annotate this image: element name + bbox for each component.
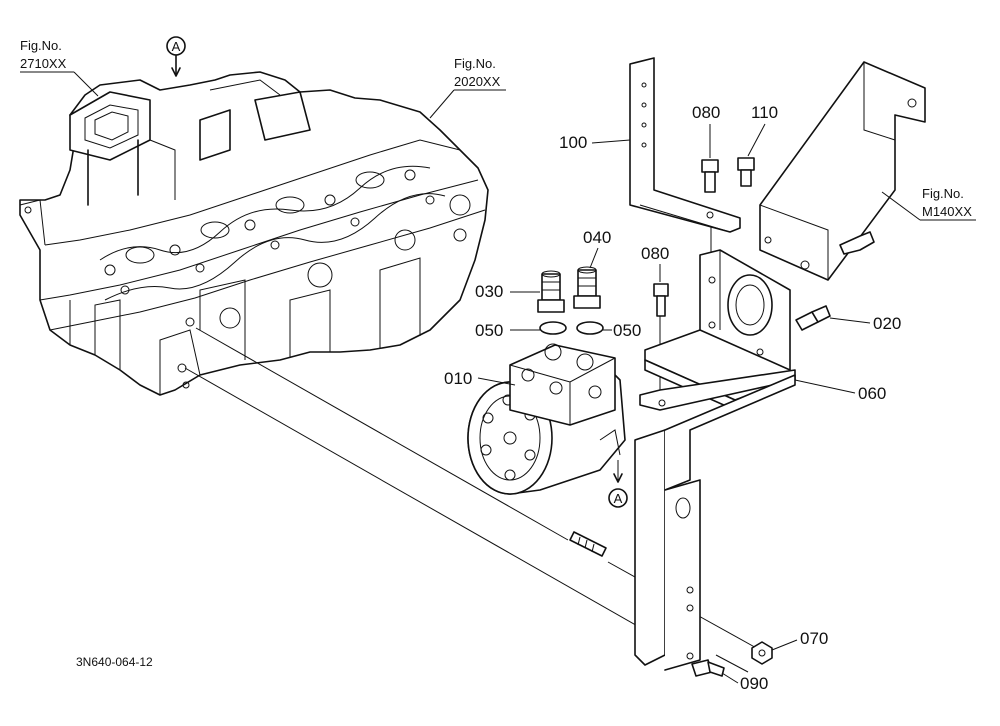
fitting-030 (537, 270, 565, 313)
stud (569, 531, 607, 557)
callout-a-bottom-text: A (614, 491, 623, 506)
part-number-060: 060 (858, 384, 886, 403)
part-number-010: 010 (444, 369, 472, 388)
fig-ref-2710: Fig.No. 2710XX (20, 38, 99, 97)
part-label-010: 010 (444, 369, 516, 388)
callout-a-bottom: A (608, 460, 628, 508)
part-label-050-right: 050 (603, 321, 641, 340)
fig-ref-2020-number: 2020XX (454, 74, 501, 89)
fig-ref-m140-number: M140XX (922, 204, 972, 219)
nut-070 (751, 641, 773, 665)
callout-a-top: A (166, 36, 186, 77)
part-number-090: 090 (740, 674, 768, 693)
fig-ref-2020-label: Fig.No. (454, 56, 496, 71)
bracket-100 (629, 57, 741, 233)
bolt-020 (795, 305, 831, 331)
part-label-100: 100 (559, 133, 631, 152)
part-label-050-left: 050 (475, 321, 540, 340)
part-number-110: 110 (751, 103, 778, 122)
part-label-110: 110 (747, 103, 778, 157)
part-number-020: 020 (873, 314, 901, 333)
o-rings (539, 321, 604, 335)
bolt-090 (691, 659, 725, 677)
part-label-080-top: 080 (692, 103, 720, 158)
part-number-030: 030 (475, 282, 503, 301)
part-number-040: 040 (583, 228, 611, 247)
part-number-080-top: 080 (692, 103, 720, 122)
callout-a-top-text: A (172, 39, 181, 54)
part-label-080-mid: 080 (641, 244, 669, 282)
fig-ref-2020: Fig.No. 2020XX (429, 56, 506, 119)
part-number-100: 100 (559, 133, 587, 152)
fig-ref-m140: Fig.No. M140XX (881, 186, 976, 221)
fig-ref-2710-number: 2710XX (20, 56, 67, 71)
bolt-080-mid (653, 283, 669, 317)
part-label-040: 040 (583, 228, 611, 269)
part-number-080-mid: 080 (641, 244, 669, 263)
bolt-080-top (701, 159, 719, 193)
steering-valve (467, 343, 626, 495)
part-number-050-left: 050 (475, 321, 503, 340)
drawing-code: 3N640-064-12 (76, 655, 153, 669)
bracket-m140 (759, 61, 926, 281)
fig-ref-2710-label: Fig.No. (20, 38, 62, 53)
fitting-040 (573, 266, 601, 309)
bracket-060 (634, 249, 796, 671)
part-label-030: 030 (475, 282, 540, 301)
part-number-050-right: 050 (613, 321, 641, 340)
engine-block (19, 71, 489, 396)
bolt-110 (737, 157, 755, 187)
fig-ref-m140-label: Fig.No. (922, 186, 964, 201)
part-label-090: 090 (721, 672, 768, 693)
part-label-020: 020 (829, 314, 901, 333)
part-number-070: 070 (800, 629, 828, 648)
part-label-060: 060 (794, 379, 886, 403)
part-label-070: 070 (771, 629, 828, 651)
